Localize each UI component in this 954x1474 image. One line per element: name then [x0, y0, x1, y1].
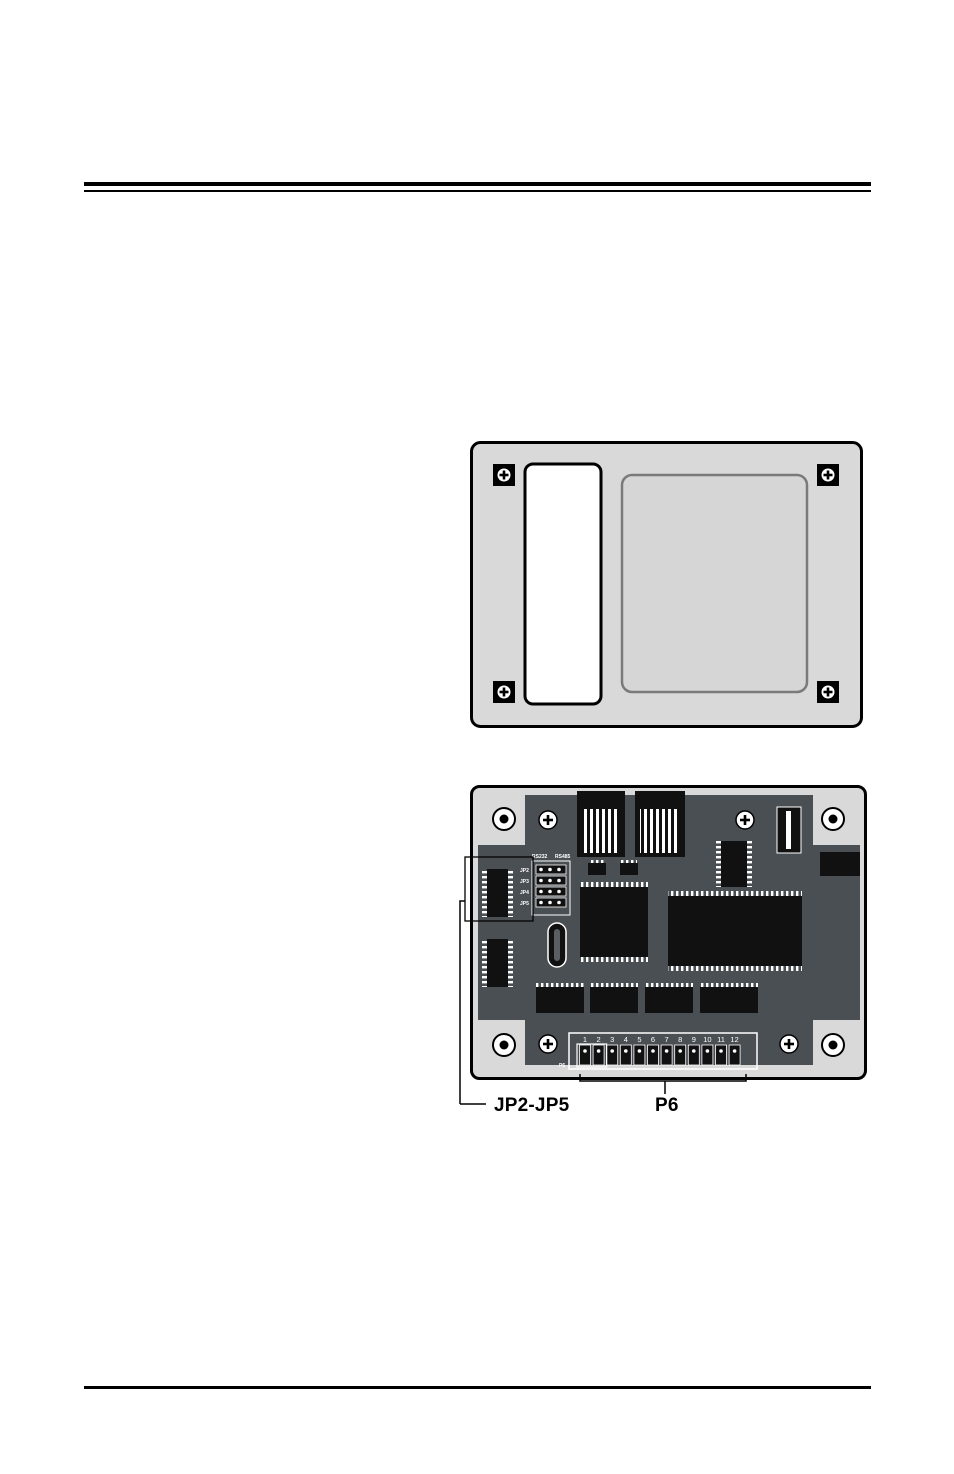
footer-rule	[84, 1386, 871, 1389]
callout-p6: P6	[655, 1095, 679, 1117]
callout-jp2-jp5: JP2-JP5	[494, 1095, 569, 1117]
